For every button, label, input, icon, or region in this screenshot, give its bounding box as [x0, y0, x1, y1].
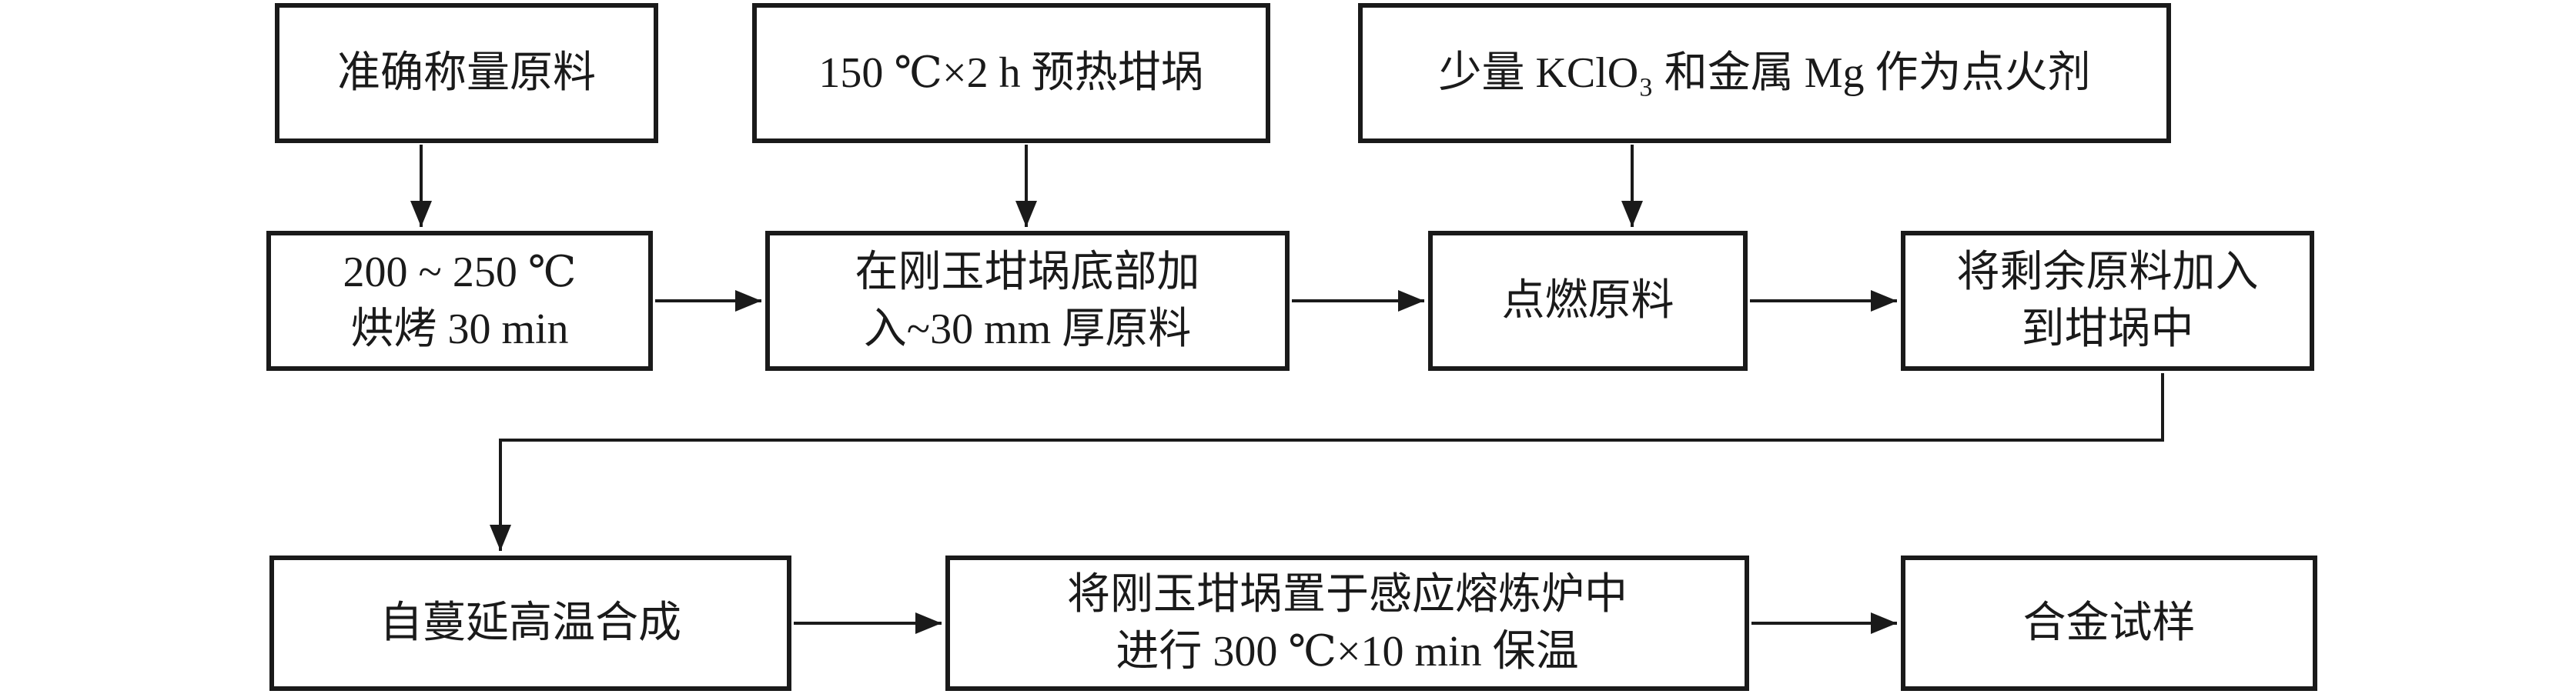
node-label: 200 ~ 250 ℃ — [343, 249, 577, 296]
node-label: 点燃原料 — [1501, 277, 1674, 325]
node-ignite: 点燃原料 — [1428, 231, 1748, 371]
node-bake: 200 ~ 250 ℃ 烘烤 30 min — [266, 231, 653, 371]
node-label: 将刚玉坩埚置于感应熔炼炉中 — [1067, 571, 1628, 619]
arrow-add-remaining-to-shs-elbow — [490, 373, 2164, 551]
node-label: 烘烤 30 min — [350, 305, 569, 353]
node-alloy-sample: 合金试样 — [1901, 556, 2317, 691]
node-label: 少量 KClO₃ 和金属 Mg 作为点火剂 — [1438, 49, 2091, 97]
node-label: 到坩埚中 — [2021, 305, 2194, 353]
node-label: 进行 300 ℃×10 min 保温 — [1116, 628, 1579, 676]
node-label: 合金试样 — [2022, 599, 2196, 647]
node-shs-synthesis: 自蔓延高温合成 — [269, 556, 791, 691]
node-label: 自蔓延高温合成 — [380, 599, 681, 647]
node-add-bottom-layer: 在刚玉坩埚底部加 入~30 mm 厚原料 — [765, 231, 1290, 371]
node-add-remaining: 将剩余原料加入 到坩埚中 — [1901, 231, 2314, 371]
node-induction-hold: 将刚玉坩埚置于感应熔炼炉中 进行 300 ℃×10 min 保温 — [945, 556, 1749, 691]
node-ignition-agent: 少量 KClO₃ 和金属 Mg 作为点火剂 — [1358, 3, 2171, 143]
node-preheat-crucible: 150 ℃×2 h 预热坩埚 — [752, 3, 1270, 143]
node-weigh-raw-materials: 准确称量原料 — [275, 3, 658, 143]
node-label: 150 ℃×2 h 预热坩埚 — [818, 49, 1204, 97]
node-label: 将剩余原料加入 — [1956, 249, 2259, 296]
node-label: 入~30 mm 厚原料 — [863, 305, 1192, 353]
node-label: 准确称量原料 — [337, 49, 596, 97]
node-label: 在刚玉坩埚底部加 — [855, 249, 1200, 296]
